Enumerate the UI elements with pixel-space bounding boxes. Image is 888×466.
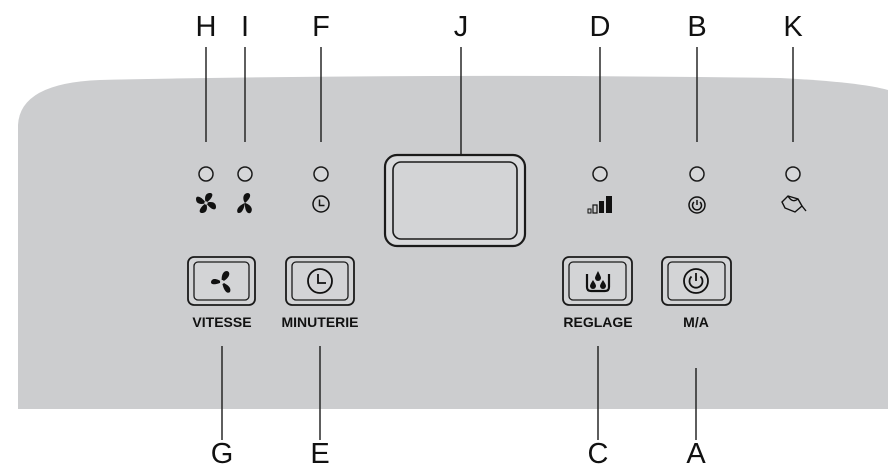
water-tank-full-icon — [781, 195, 807, 213]
callout-k: K — [783, 11, 803, 43]
callout-i: I — [241, 11, 249, 43]
minuterie-label: MINUTERIE — [282, 314, 359, 330]
fan-high-icon — [196, 193, 216, 213]
fan-button-icon — [211, 271, 231, 293]
vitesse-button[interactable] — [187, 256, 256, 306]
callout-a: A — [686, 438, 706, 466]
humidity-button-icon — [585, 271, 611, 293]
callout-g: G — [211, 438, 234, 466]
led-d — [592, 166, 608, 182]
power-button-icon — [683, 268, 709, 294]
led-i — [237, 166, 253, 182]
callout-j: J — [454, 11, 469, 43]
led-f — [313, 166, 329, 182]
vitesse-label: VITESSE — [192, 314, 251, 330]
ma-label: M/A — [683, 314, 709, 330]
callout-d: D — [590, 11, 611, 43]
timer-icon — [312, 195, 330, 213]
display-window — [383, 153, 527, 248]
callout-b: B — [687, 11, 706, 43]
callout-f: F — [312, 11, 330, 43]
fan-low-icon — [237, 193, 252, 214]
led-b — [689, 166, 705, 182]
callout-c: C — [588, 438, 609, 466]
reglage-label: REGLAGE — [563, 314, 632, 330]
signal-bars-icon — [587, 196, 612, 214]
indicator-leds — [198, 166, 801, 182]
led-h — [198, 166, 214, 182]
callout-e: E — [310, 438, 329, 466]
reglage-button[interactable] — [562, 256, 633, 306]
timer-button-icon — [307, 268, 333, 294]
minuterie-button[interactable] — [285, 256, 355, 306]
ma-button[interactable] — [661, 256, 732, 306]
led-k — [785, 166, 801, 182]
power-icon — [688, 196, 706, 214]
callout-h: H — [196, 11, 217, 43]
leader-lines-bottom — [221, 346, 697, 440]
